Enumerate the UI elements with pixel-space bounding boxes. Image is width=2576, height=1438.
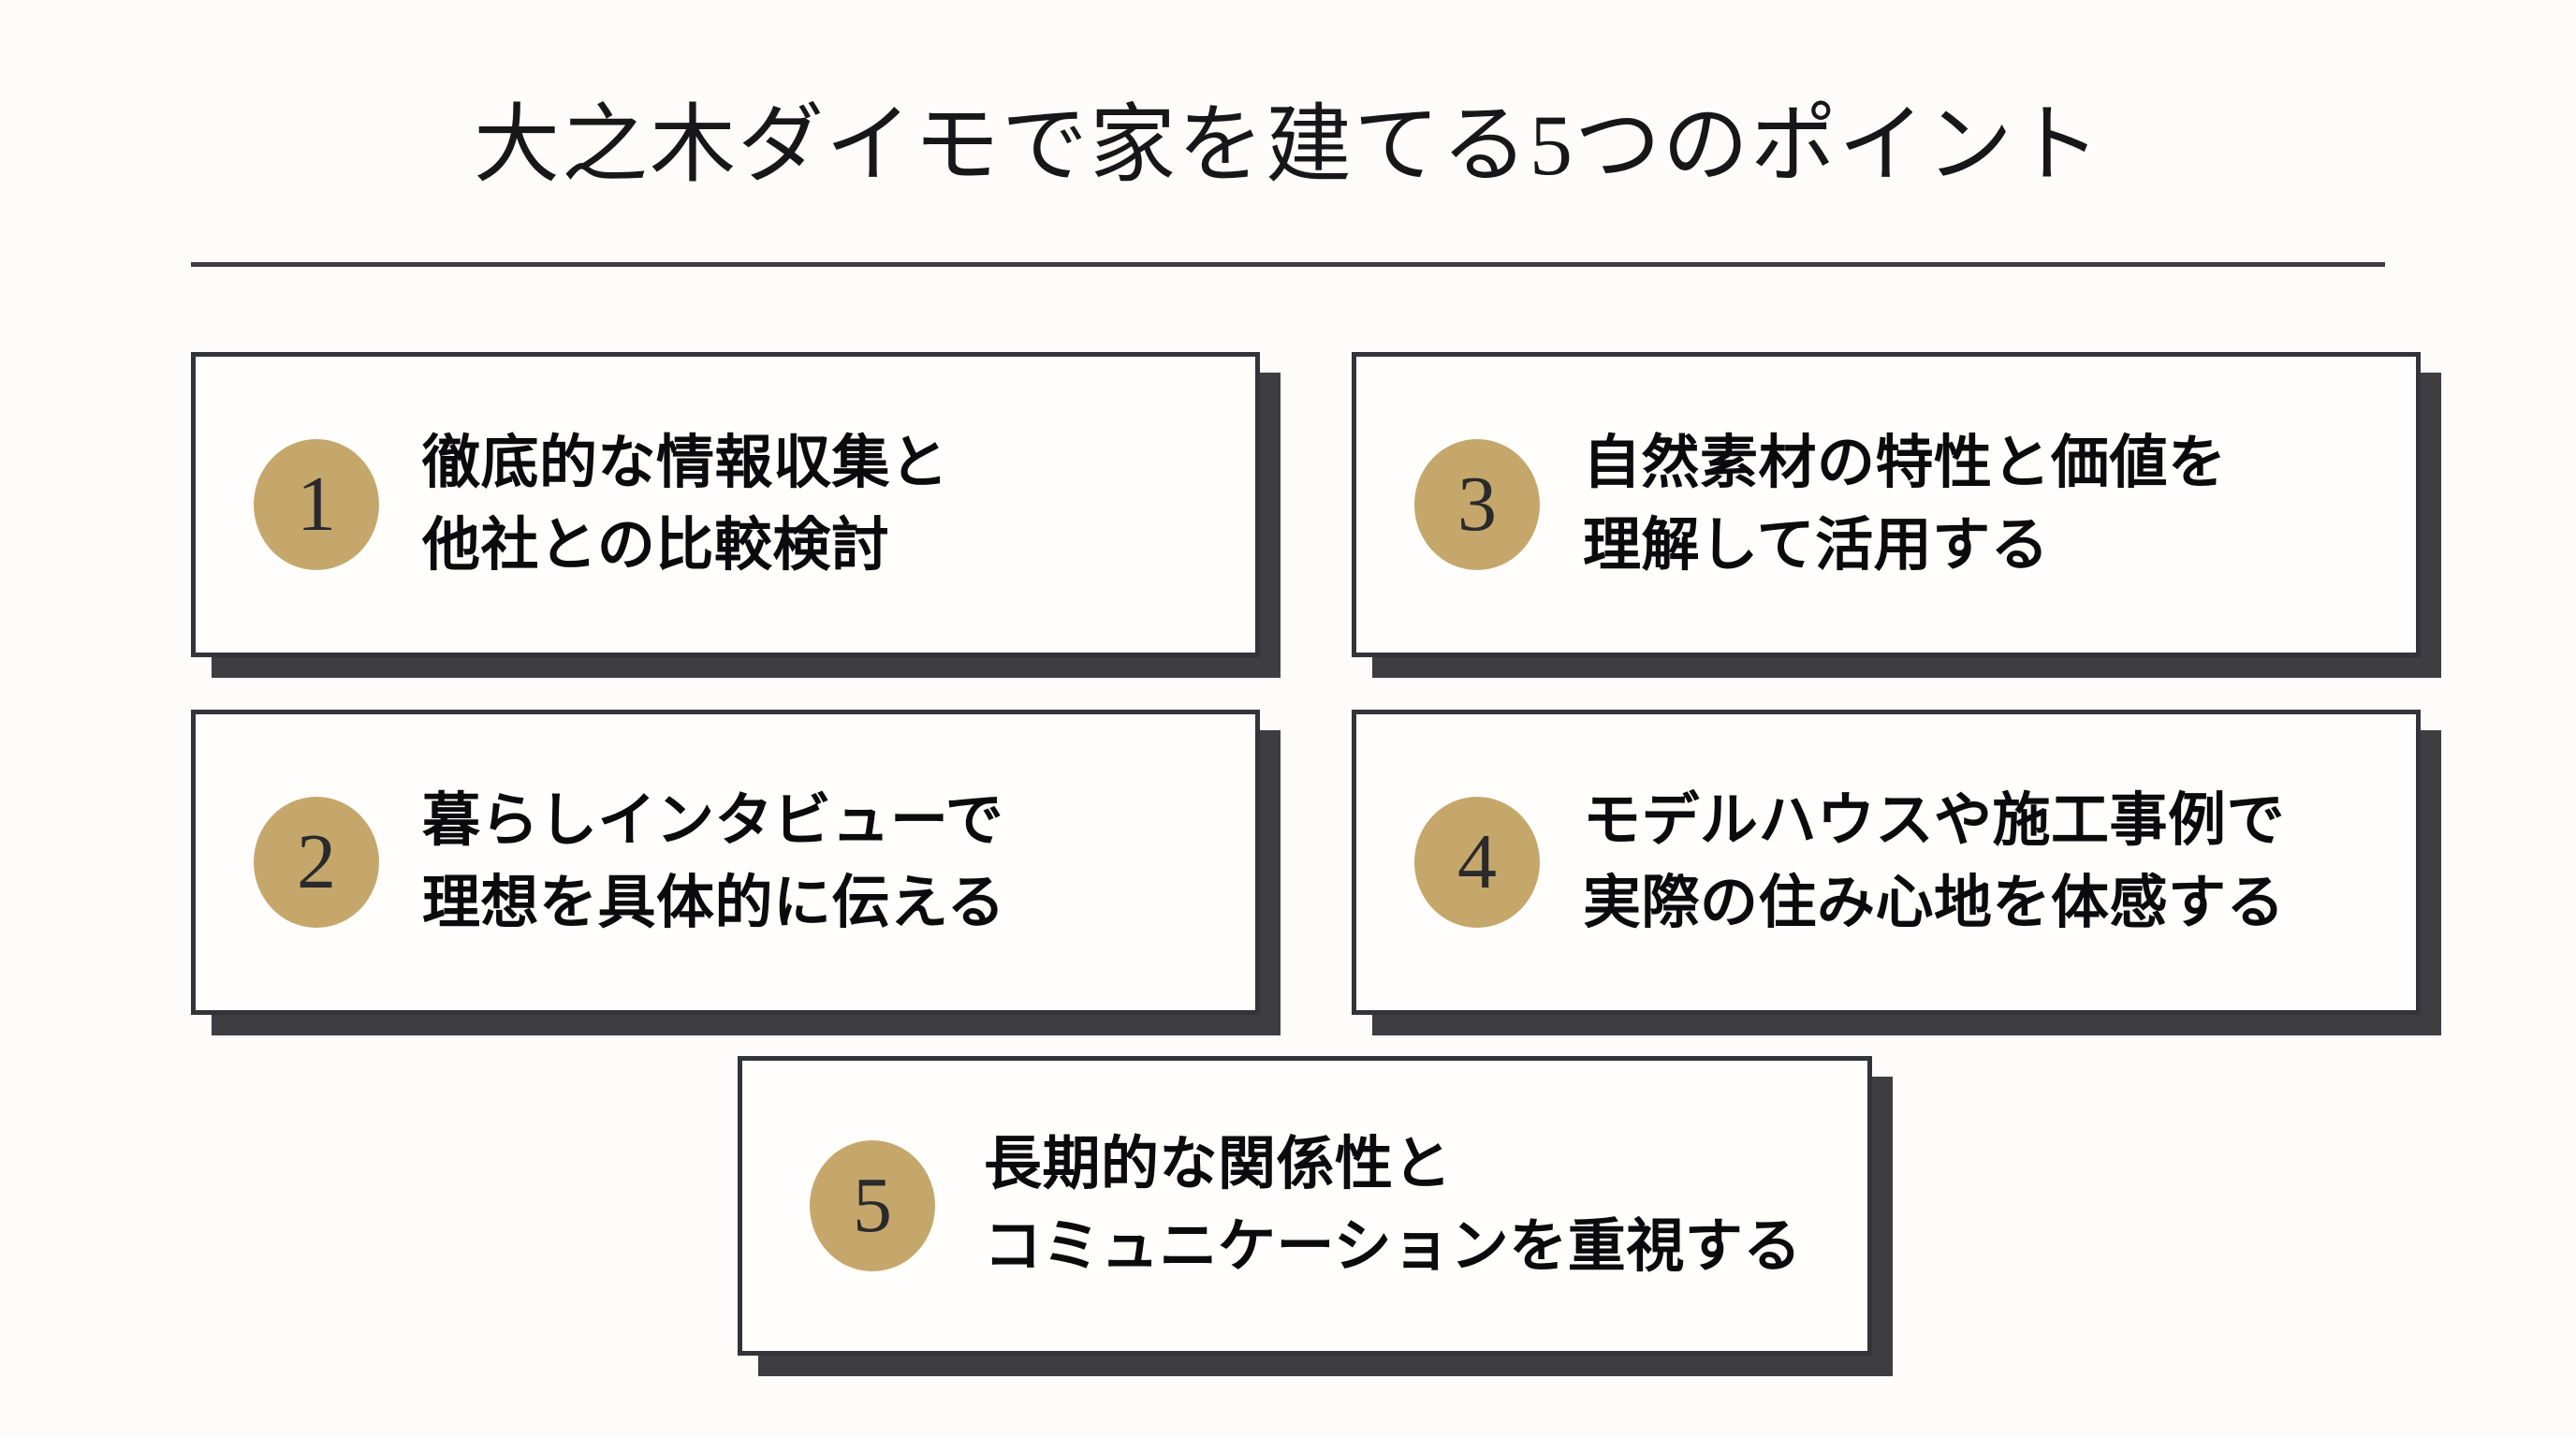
point-text-line-2: 他社との比較検討	[422, 513, 890, 578]
point-text-line-1: 自然素材の特性と価値を	[1583, 430, 2227, 495]
point-text-line-1: 暮らしインタビューで	[422, 787, 1004, 853]
point-text: 自然素材の特性と価値を 理解して活用する	[1583, 422, 2227, 587]
point-text: 徹底的な情報収集と 他社との比較検討	[422, 422, 949, 587]
point-number-badge: 3	[1414, 439, 1540, 570]
point-text-line-1: モデルハウスや施工事例で	[1583, 787, 2286, 853]
page-title: 大之木ダイモで家を建てる5つのポイント	[473, 97, 2102, 193]
point-card-1: 1 徹底的な情報収集と 他社との比較検討	[191, 352, 1281, 678]
point-text-line-2: 理想を具体的に伝える	[422, 871, 1006, 935]
point-number-badge: 2	[254, 797, 379, 928]
point-text-line-2: 実際の住み心地を体感する	[1583, 871, 2286, 935]
point-text: 長期的な関係性と コミュニケーションを重視する	[984, 1123, 1802, 1288]
point-text-line-1: 長期的な関係性と	[984, 1131, 1453, 1196]
point-number-badge: 5	[810, 1140, 935, 1271]
card-body: 5 長期的な関係性と コミュニケーションを重視する	[738, 1056, 1872, 1356]
point-text-line-2: 理解して活用する	[1583, 513, 2050, 578]
point-number-badge: 1	[254, 439, 379, 570]
point-number-badge: 4	[1414, 797, 1540, 928]
point-card-5: 5 長期的な関係性と コミュニケーションを重視する	[738, 1056, 1893, 1376]
card-body: 3 自然素材の特性と価値を 理解して活用する	[1352, 352, 2421, 657]
point-text-line-1: 徹底的な情報収集と	[422, 430, 949, 495]
point-card-4: 4 モデルハウスや施工事例で 実際の住み心地を体感する	[1352, 710, 2441, 1035]
point-text: モデルハウスや施工事例で 実際の住み心地を体感する	[1583, 780, 2285, 945]
point-card-2: 2 暮らしインタビューで 理想を具体的に伝える	[191, 710, 1281, 1035]
point-text-line-2: コミュニケーションを重視する	[984, 1214, 1802, 1279]
card-body: 2 暮らしインタビューで 理想を具体的に伝える	[191, 710, 1260, 1015]
title-divider	[191, 262, 2385, 267]
card-body: 1 徹底的な情報収集と 他社との比較検討	[191, 352, 1260, 657]
point-card-3: 3 自然素材の特性と価値を 理解して活用する	[1352, 352, 2441, 678]
point-text: 暮らしインタビューで 理想を具体的に伝える	[422, 780, 1005, 945]
card-body: 4 モデルハウスや施工事例で 実際の住み心地を体感する	[1352, 710, 2421, 1015]
